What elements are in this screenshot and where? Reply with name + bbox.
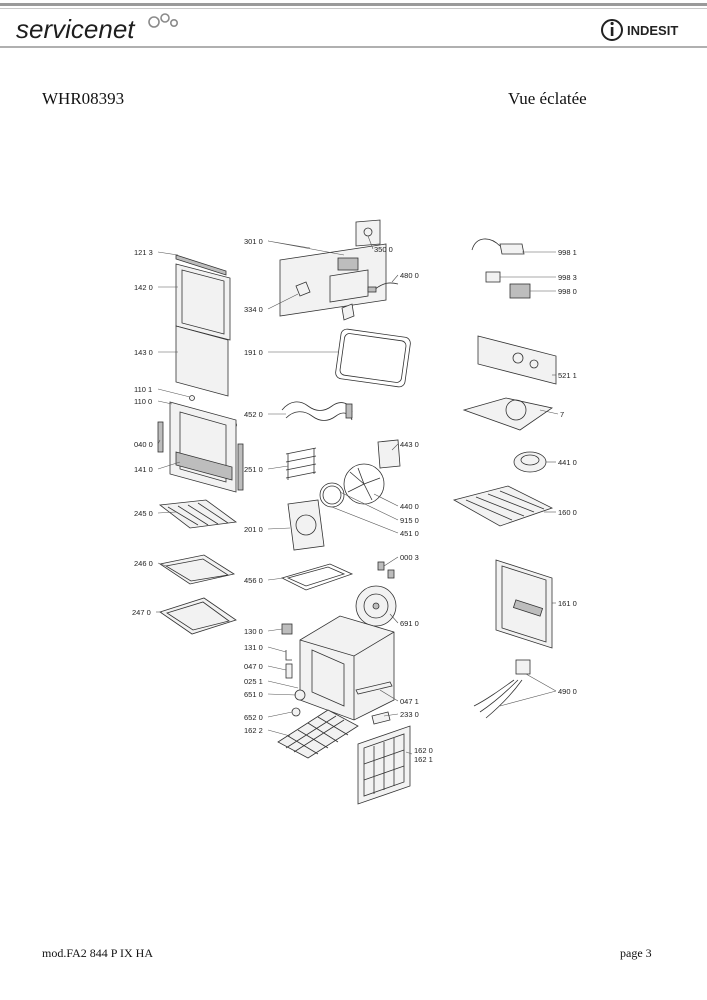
footer-model: mod.FA2 844 P IX HA — [42, 946, 154, 960]
bottom-grid-162-2 — [277, 709, 359, 759]
part-label: 998 1 — [558, 248, 577, 257]
fan-cover-201 — [287, 499, 325, 551]
part-label: 131 0 — [244, 643, 263, 652]
part-label: 191 0 — [244, 348, 263, 357]
knob-334 — [295, 281, 355, 321]
header-top-rule — [0, 3, 707, 6]
part-label: 521 1 — [558, 371, 577, 380]
part-label: 456 0 — [244, 576, 263, 585]
tray-246 — [158, 554, 236, 585]
header-rule — [0, 46, 707, 48]
tray-247 — [159, 597, 237, 635]
knob-651 — [291, 689, 306, 717]
part-label: 047 1 — [400, 697, 419, 706]
oven-cavity — [299, 615, 395, 721]
wire-shelf-160 — [452, 485, 554, 527]
part-label: 441 0 — [558, 458, 577, 467]
part-label: 247 0 — [132, 608, 151, 617]
back-element-691 — [355, 585, 397, 627]
part-label: 350 0 — [374, 245, 393, 254]
part-label: 652 0 — [244, 713, 263, 722]
indesit-logo: INDESIT — [601, 19, 678, 41]
part-label: 452 0 — [244, 410, 263, 419]
fan-motor-443 — [377, 439, 401, 469]
part-label: 691 0 — [400, 619, 419, 628]
gear-icon — [148, 13, 179, 28]
wire-shelf — [158, 499, 238, 529]
motor-441 — [513, 451, 547, 473]
part-label: 480 0 — [400, 271, 419, 280]
part-label: 025 1 — [244, 677, 263, 686]
info-circle-icon — [601, 19, 623, 41]
part-label: 143 0 — [134, 348, 153, 357]
part-label: 440 0 — [400, 502, 419, 511]
part-label: 162 1 — [414, 755, 433, 764]
view-title: Vue éclatée — [508, 89, 587, 108]
side-rack-251 — [285, 447, 317, 480]
lamp-130 — [281, 623, 293, 635]
door-seal-gasket — [335, 328, 411, 388]
part-label: 142 0 — [134, 283, 153, 292]
servicenet-logo: servicenet — [16, 13, 179, 44]
bottom-element-456 — [280, 563, 354, 591]
part-label: 162 0 — [414, 746, 433, 755]
part-label: 251 0 — [244, 465, 263, 474]
part-label: 998 0 — [558, 287, 577, 296]
part-label: 245 0 — [134, 509, 153, 518]
part-label: 233 0 — [400, 710, 419, 719]
cable-998-1 — [471, 238, 525, 255]
control-bracket — [355, 219, 381, 247]
part-label: 141 0 — [134, 465, 153, 474]
part-label: 915 0 — [400, 516, 419, 525]
part-label: 998 3 — [558, 273, 577, 282]
control-panel — [279, 243, 387, 317]
part-label: 040 0 — [134, 440, 153, 449]
part-label: 443 0 — [400, 440, 419, 449]
part-label: 301 0 — [244, 237, 263, 246]
footer-page-number: page 3 — [620, 946, 652, 960]
header-top-rule-thin — [0, 8, 707, 9]
door-frame — [157, 401, 244, 493]
part-label: 246 0 — [134, 559, 153, 568]
part-label: 121 3 — [134, 248, 153, 257]
rail-047 — [285, 663, 393, 695]
part-label: 047 0 — [244, 662, 263, 671]
back-grid-162-0 — [357, 725, 411, 805]
fan-housing-7 — [462, 397, 553, 431]
part-label: 130 0 — [244, 627, 263, 636]
leader-lines — [156, 235, 559, 755]
model-code: WHR08393 — [42, 89, 125, 108]
part-label: 7 — [560, 410, 564, 419]
part-label: 490 0 — [558, 687, 577, 696]
door-inner-glass — [175, 325, 229, 397]
indesit-logo-text: INDESIT — [627, 23, 678, 38]
door-top-trim — [175, 254, 227, 276]
servicenet-logo-text: servicenet — [16, 14, 136, 44]
grill-element — [281, 401, 353, 421]
part-label: 651 0 — [244, 690, 263, 699]
part-label: 162 2 — [244, 726, 263, 735]
electronic-board-521 — [477, 335, 557, 385]
circular-element-451 — [319, 482, 345, 508]
part-label: 110 1 — [134, 385, 152, 394]
part-label: 160 0 — [558, 508, 577, 517]
module-998-3 — [485, 271, 531, 299]
part-label: 451 0 — [400, 529, 419, 538]
part-label: 334 0 — [244, 305, 263, 314]
wiring-480 — [367, 282, 399, 293]
part-labels: 121 3 142 0 143 0 110 1 110 0 040 0 141 … — [132, 237, 577, 764]
terminal-block-490 — [473, 659, 531, 719]
bracket-131 — [285, 650, 292, 661]
side-panel-161 — [495, 559, 553, 649]
part-label: 110 0 — [134, 397, 152, 406]
fan-blade-440 — [343, 463, 385, 505]
part-label: 000 3 — [400, 553, 419, 562]
part-label: 201 0 — [244, 525, 263, 534]
part-label: 161 0 — [558, 599, 577, 608]
hinge-233 — [371, 711, 391, 725]
door-outer-glass — [175, 263, 231, 341]
